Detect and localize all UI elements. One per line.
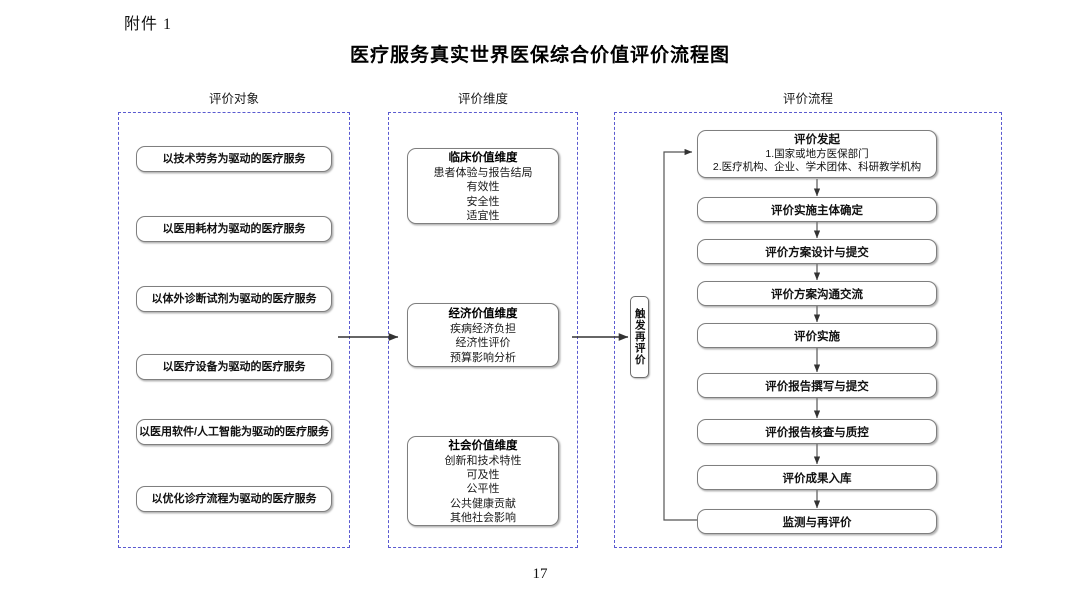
dimension-item: 疾病经济负担 xyxy=(450,323,516,336)
dimension-item: 创新和技术特性 xyxy=(444,455,522,468)
process-step-title: 评价报告撰写与提交 xyxy=(765,380,869,393)
process-step-box[interactable]: 评价成果入库 xyxy=(697,465,937,490)
column-header-evaluation-objects: 评价对象 xyxy=(208,92,259,106)
evaluation-object-box[interactable]: 以医用软件/人工智能为驱动的医疗服务 xyxy=(136,419,332,445)
page-title: 医疗服务真实世界医保综合价值评价流程图 xyxy=(349,45,730,66)
process-step-title: 评价报告核查与质控 xyxy=(765,426,869,439)
evaluation-object-box[interactable]: 以优化诊疗流程为驱动的医疗服务 xyxy=(136,486,332,512)
dimension-item: 可及性 xyxy=(466,469,500,482)
page-number: 17 xyxy=(532,566,548,582)
process-step-box[interactable]: 评价方案沟通交流 xyxy=(697,281,937,306)
process-step-box-monitoring[interactable]: 监测与再评价 xyxy=(697,509,937,534)
evaluation-object-label: 以体外诊断试剂为驱动的医疗服务 xyxy=(151,292,317,305)
evaluation-dimension-box-clinical[interactable]: 临床价值维度 患者体验与报告结局 有效性 安全性 适宜性 xyxy=(407,148,559,224)
process-step-box[interactable]: 评价报告核查与质控 xyxy=(697,419,937,444)
evaluation-object-label: 以医用耗材为驱动的医疗服务 xyxy=(162,222,306,235)
process-step-title: 评价实施主体确定 xyxy=(771,204,863,217)
dimension-item: 预算影响分析 xyxy=(450,351,516,364)
swimlane-evaluation-process xyxy=(614,112,1002,548)
dimension-item: 公平性 xyxy=(466,483,500,496)
process-step-box-initiation[interactable]: 评价发起 1.国家或地方医保部门 2.医疗机构、企业、学术团体、科研教学机构 xyxy=(697,130,937,178)
process-step-box[interactable]: 评价报告撰写与提交 xyxy=(697,373,937,398)
dimension-item: 适宜性 xyxy=(466,209,500,222)
process-step-subline: 2.医疗机构、企业、学术团体、科研教学机构 xyxy=(712,161,922,174)
swimlane-evaluation-dimensions xyxy=(388,112,578,548)
evaluation-object-label: 以技术劳务为驱动的医疗服务 xyxy=(162,152,306,165)
dimension-item: 安全性 xyxy=(466,195,500,208)
evaluation-object-box[interactable]: 以体外诊断试剂为驱动的医疗服务 xyxy=(136,286,332,312)
swimlane-evaluation-objects xyxy=(118,112,350,548)
process-step-title: 评价实施 xyxy=(794,330,840,343)
process-step-box[interactable]: 评价实施 xyxy=(697,323,937,348)
process-step-title: 评价发起 xyxy=(794,134,840,147)
evaluation-object-box[interactable]: 以医用耗材为驱动的医疗服务 xyxy=(136,216,332,242)
dimension-title: 社会价值维度 xyxy=(448,440,518,453)
process-step-box[interactable]: 评价实施主体确定 xyxy=(697,197,937,222)
dimension-title: 临床价值维度 xyxy=(448,152,518,165)
dimension-item: 经济性评价 xyxy=(455,337,511,350)
process-step-title: 评价方案沟通交流 xyxy=(771,288,863,301)
process-step-title: 评价成果入库 xyxy=(782,472,852,485)
evaluation-dimension-box-social[interactable]: 社会价值维度 创新和技术特性 可及性 公平性 公共健康贡献 其他社会影响 xyxy=(407,436,559,526)
dimension-item: 其他社会影响 xyxy=(450,511,516,524)
evaluation-object-label: 以医用软件/人工智能为驱动的医疗服务 xyxy=(138,425,330,438)
trigger-reevaluation-box[interactable]: 触发再评价 xyxy=(630,296,649,378)
evaluation-object-box[interactable]: 以技术劳务为驱动的医疗服务 xyxy=(136,146,332,172)
trigger-reevaluation-label: 触发再评价 xyxy=(633,308,646,366)
dimension-item: 患者体验与报告结局 xyxy=(433,167,533,180)
dimension-item: 公共健康贡献 xyxy=(450,497,516,510)
evaluation-object-box[interactable]: 以医疗设备为驱动的医疗服务 xyxy=(136,354,332,380)
process-step-box[interactable]: 评价方案设计与提交 xyxy=(697,239,937,264)
evaluation-dimension-box-economic[interactable]: 经济价值维度 疾病经济负担 经济性评价 预算影响分析 xyxy=(407,303,559,367)
dimension-title: 经济价值维度 xyxy=(448,308,518,321)
dimension-item: 有效性 xyxy=(466,181,500,194)
evaluation-object-label: 以医疗设备为驱动的医疗服务 xyxy=(162,360,306,373)
process-step-subline: 1.国家或地方医保部门 xyxy=(765,147,869,160)
column-header-evaluation-process: 评价流程 xyxy=(782,92,833,106)
process-step-title: 评价方案设计与提交 xyxy=(765,246,869,259)
evaluation-object-label: 以优化诊疗流程为驱动的医疗服务 xyxy=(151,492,317,505)
attachment-label: 附件 1 xyxy=(124,16,173,33)
column-header-evaluation-dimensions: 评价维度 xyxy=(457,92,508,106)
process-step-title: 监测与再评价 xyxy=(782,516,852,529)
